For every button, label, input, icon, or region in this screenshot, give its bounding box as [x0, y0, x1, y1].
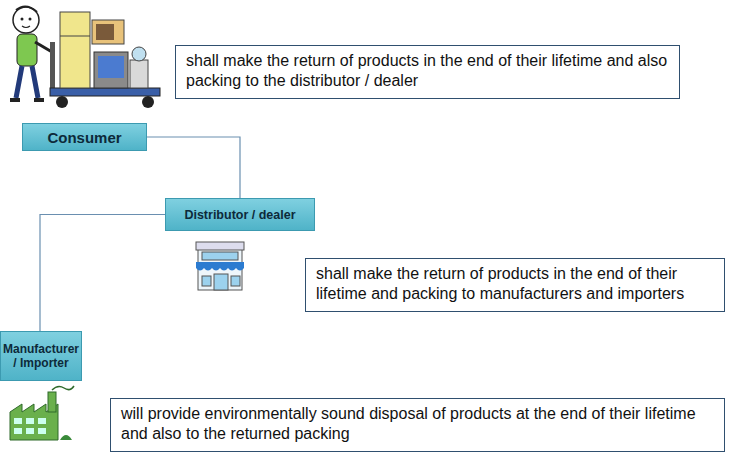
role-box: Manufacturer / Importer: [0, 331, 82, 381]
description-text: shall make the return of products in the…: [186, 51, 669, 90]
description-box: shall make the return of products in the…: [175, 45, 680, 99]
role-box: Consumer: [22, 123, 147, 151]
role-label: Consumer: [47, 129, 121, 146]
role-box: Distributor / dealer: [165, 198, 315, 231]
connector-line: [40, 215, 165, 332]
description-box: will provide environmentally sound dispo…: [110, 398, 725, 452]
description-text: shall make the return of products in the…: [316, 264, 714, 303]
factory-illustration: [10, 386, 74, 440]
description-box: shall make the return of products in the…: [305, 258, 725, 312]
role-label: Manufacturer / Importer: [3, 342, 79, 370]
description-text: will provide environmentally sound dispo…: [121, 404, 714, 443]
shop-illustration: [196, 242, 244, 290]
consumer-illustration: [10, 6, 160, 108]
role-label: Distributor / dealer: [184, 208, 295, 222]
connector-line: [147, 137, 240, 198]
